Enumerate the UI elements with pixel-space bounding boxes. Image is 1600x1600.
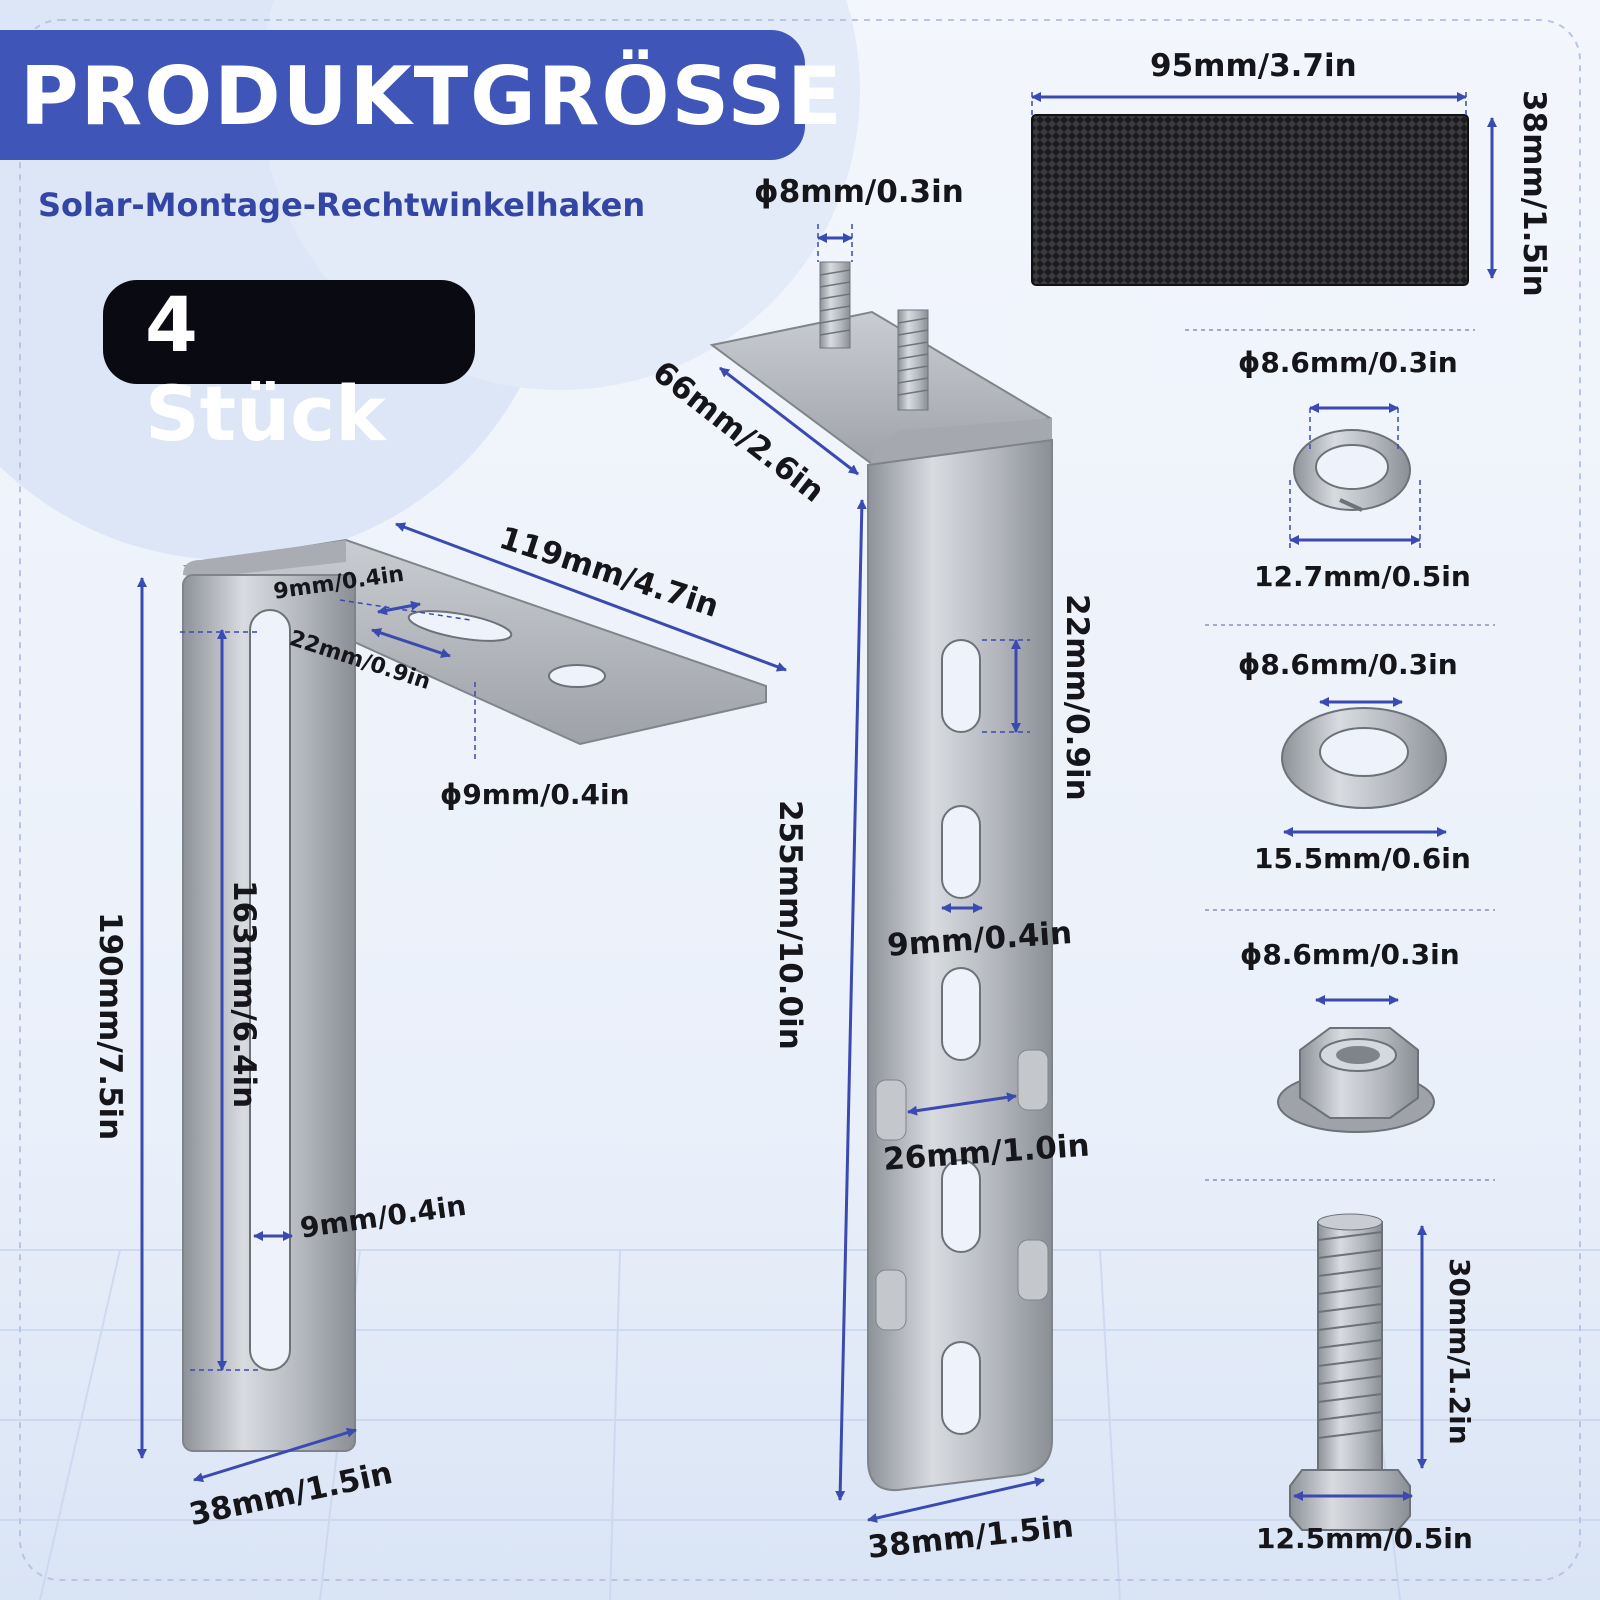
- page-title: PRODUKTGRÖSSE: [20, 50, 844, 143]
- pad-length-label: 95mm/3.7in: [1150, 48, 1357, 84]
- bolt-length-label: 30mm/1.2in: [1443, 1258, 1476, 1445]
- flat-washer-inner-label: ϕ8.6mm/0.3in: [1238, 648, 1458, 681]
- left-bracket-hole: [548, 664, 606, 688]
- pad-width-label: 38mm/1.5in: [1516, 90, 1552, 297]
- left-bracket-bend: [183, 540, 346, 578]
- right-bracket-tab: [1017, 1239, 1049, 1301]
- spring-washer-outer-label: 12.7mm/0.5in: [1254, 560, 1471, 593]
- frame-border: [19, 19, 1581, 1581]
- left-bracket-hole-label: ϕ9mm/0.4in: [440, 778, 630, 811]
- flange-nut: [1277, 1027, 1435, 1133]
- bolt-head-label: 12.5mm/0.5in: [1256, 1522, 1473, 1555]
- extension-lines: [180, 90, 1467, 1371]
- right-bracket: [709, 261, 1053, 1492]
- right-bracket-slot: [941, 1159, 981, 1253]
- right-bracket-slot: [941, 639, 981, 733]
- rubber-pad: [1031, 114, 1469, 286]
- product-subtitle: Solar-Montage-Rechtwinkelhaken: [38, 186, 646, 224]
- quantity-badge: [103, 280, 475, 384]
- title-banner: [0, 30, 805, 160]
- right-bracket-bend: [870, 418, 1052, 470]
- right-bracket-height-label: 255mm/10.0in: [772, 800, 808, 1050]
- stud-bolt: [897, 309, 929, 411]
- flat-washer: [1281, 707, 1447, 809]
- right-bracket-slot: [941, 805, 981, 899]
- right-bracket-slot: [941, 967, 981, 1061]
- spring-washer-inner-label: ϕ8.6mm/0.3in: [1238, 346, 1458, 379]
- right-bracket-tab: [875, 1079, 907, 1141]
- right-bracket-vertical-plate: [867, 438, 1053, 1492]
- dimension-lines: [137, 92, 1497, 1523]
- flange-nut-inner-label: ϕ8.6mm/0.3in: [1240, 938, 1460, 971]
- stud-bolt: [819, 261, 851, 349]
- right-bracket-slot: [941, 1341, 981, 1435]
- spring-washer: [1293, 429, 1411, 512]
- left-bracket-height-label: 190mm/7.5in: [92, 912, 128, 1141]
- right-bracket-slot-length-label: 22mm/0.9in: [1059, 594, 1095, 801]
- quantity-label: 4 Stück: [145, 280, 386, 458]
- right-bracket-tab: [875, 1269, 907, 1331]
- part-separators: [1185, 329, 1495, 1181]
- flat-washer-outer-label: 15.5mm/0.6in: [1254, 842, 1471, 875]
- left-bracket-slot: [249, 609, 291, 1371]
- right-bracket-tab: [1017, 1049, 1049, 1111]
- stud-diameter-label: ϕ8mm/0.3in: [754, 174, 964, 210]
- left-bracket-slot-length-label: 163mm/6.4in: [226, 880, 262, 1109]
